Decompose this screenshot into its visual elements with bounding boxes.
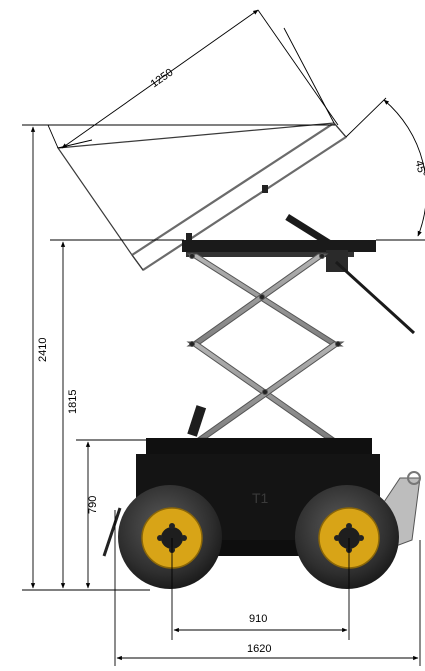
scissor-arm	[196, 341, 345, 439]
lug	[181, 535, 187, 541]
tilted-panel	[56, 122, 347, 271]
scissor-pivot	[319, 253, 325, 259]
dim-label-total-height: 2410	[37, 338, 49, 362]
extension-line	[257, 9, 339, 126]
rear-handle	[102, 507, 122, 557]
rear-wheel	[118, 485, 222, 589]
top-platform	[182, 214, 416, 335]
scissor-pivot	[189, 253, 195, 259]
platform-rail	[186, 252, 354, 257]
lug	[346, 523, 352, 529]
dim-base-height: 790	[76, 439, 146, 589]
lug	[169, 523, 175, 529]
panel-frame-edge	[333, 122, 347, 138]
dim-tilt-angle: 45°	[345, 97, 425, 241]
scissor-pivot	[259, 294, 265, 300]
tilt-actuator	[285, 214, 332, 247]
lug	[157, 535, 163, 541]
body-marking: T1	[252, 490, 269, 506]
dim-total-height: 2410	[22, 124, 335, 591]
panel-frame-edge	[131, 122, 335, 256]
scissor-arm	[186, 341, 336, 439]
dim-total-length: 1620	[114, 510, 421, 666]
dim-label-platform-height: 1815	[67, 390, 79, 414]
dim-platform-height: 1815	[50, 239, 184, 589]
scissor-pivot	[189, 341, 195, 347]
extension-line	[345, 97, 387, 138]
panel-clamp	[262, 185, 268, 193]
panel-clamp	[186, 233, 192, 241]
extension-line	[47, 124, 59, 149]
tilt-actuator-rod	[334, 260, 416, 335]
panel-frame-edge	[131, 254, 144, 271]
dim-label-panel-length: 1250	[149, 66, 176, 90]
lug	[358, 535, 364, 541]
angle-arc	[383, 99, 425, 237]
scissor-mechanism	[186, 253, 345, 439]
chassis-top-plate	[146, 438, 372, 454]
bumper-hook	[407, 471, 421, 485]
lug	[334, 535, 340, 541]
dim-label-base-height: 790	[87, 496, 99, 514]
lift-cylinder-mount	[187, 405, 207, 437]
panel-frame-edge	[142, 136, 347, 271]
dim-wheelbase: 910	[171, 538, 350, 640]
front-wheel	[295, 485, 399, 589]
scissor-pivot	[335, 341, 341, 347]
dim-label-tilt-angle: 45°	[412, 159, 425, 178]
dim-label-wheelbase: 910	[249, 613, 267, 625]
scissor-pivot	[262, 389, 268, 395]
dim-label-total-length: 1620	[247, 643, 271, 655]
